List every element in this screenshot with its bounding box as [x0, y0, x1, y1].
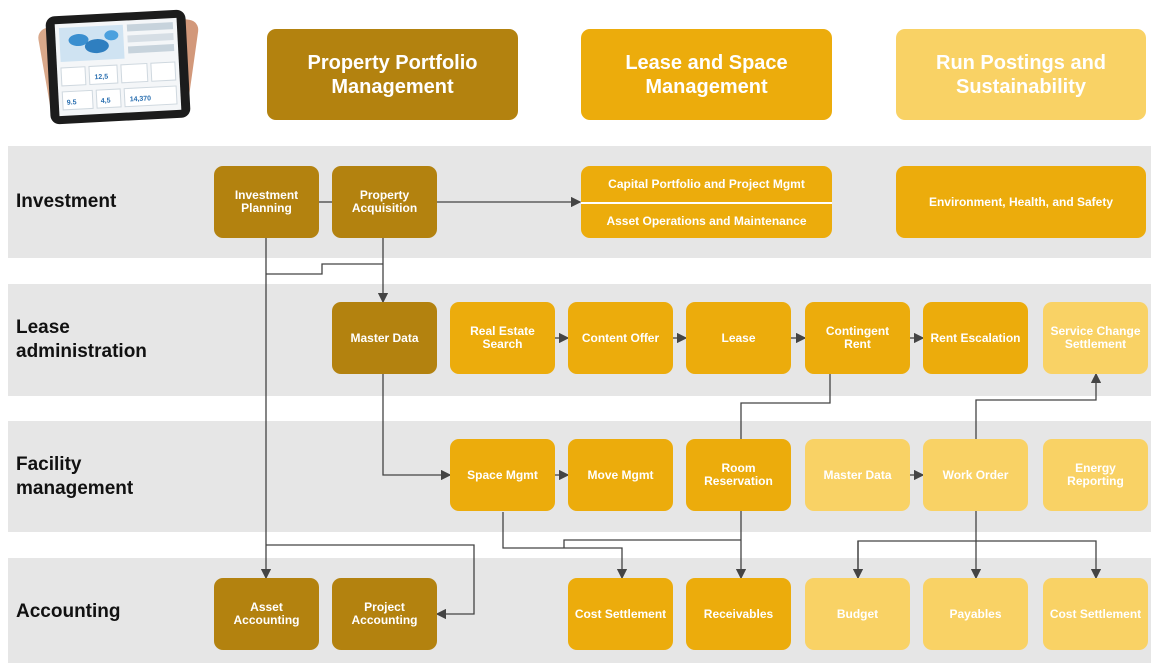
work-order-node: Work Order [923, 439, 1028, 511]
tablet-stat-2: 9.5 [67, 99, 77, 107]
capital-portfolio-label: Capital Portfolio and Project Mgmt [608, 177, 805, 191]
tablet-stat-4: 14,370 [130, 95, 152, 103]
real-estate-search-node: Real Estate Search [450, 302, 555, 374]
budget-node: Budget [805, 578, 910, 650]
ehs-node: Environment, Health, and Safety [896, 166, 1146, 238]
receivables-node: Receivables [686, 578, 791, 650]
space-mgmt-node: Space Mgmt [450, 439, 555, 511]
lease-node: Lease [686, 302, 791, 374]
row-label-accounting: Accounting [16, 601, 121, 622]
project-accounting-node: Project Accounting [332, 578, 437, 650]
cost-settlement-node: Cost Settlement [568, 578, 673, 650]
tablet-image: 12,5 9.5 4,5 14,370 [38, 9, 199, 125]
property-acquisition-node: Property Acquisition [332, 166, 437, 238]
row-label-facility-management: Facility management [16, 454, 134, 499]
capital-asset-divider [581, 202, 832, 204]
payables-node: Payables [923, 578, 1028, 650]
content-offer-node: Content Offer [568, 302, 673, 374]
row-label-lease-administration: Lease administration [16, 317, 147, 362]
tablet-stat-3: 4,5 [101, 97, 111, 105]
header-run-postings-and-sustainability: Run Postings and Sustainability [896, 29, 1146, 120]
capital-asset-node: Capital Portfolio and Project Mgmt Asset… [581, 166, 832, 238]
master-data-lease-node: Master Data [332, 302, 437, 374]
room-reservation-node: Room Reservation [686, 439, 791, 511]
row-label-investment: Investment [16, 191, 117, 212]
rent-escalation-node: Rent Escalation [923, 302, 1028, 374]
header-lease-and-space-management: Lease and Space Management [581, 29, 832, 120]
connector-planning-to-masterdata [266, 263, 383, 275]
header-property-portfolio-management: Property Portfolio Management [267, 29, 518, 120]
contingent-rent-node: Contingent Rent [805, 302, 910, 374]
investment-planning-node: Investment Planning [214, 166, 319, 238]
asset-accounting-node: Asset Accounting [214, 578, 319, 650]
cost-settlement-rps-node: Cost Settlement [1043, 578, 1148, 650]
energy-reporting-node: Energy Reporting [1043, 439, 1148, 511]
connector-move-to-cost-settlement [563, 539, 741, 548]
asset-operations-label: Asset Operations and Maintenance [606, 213, 807, 228]
service-change-settlement-node: Service Change Settlement [1043, 302, 1148, 374]
ehs-label: Environment, Health, and Safety [928, 195, 1114, 209]
move-mgmt-node: Move Mgmt [568, 439, 673, 511]
tablet-stat-1: 12,5 [94, 74, 108, 82]
master-data-facility-node: Master Data [805, 439, 910, 511]
